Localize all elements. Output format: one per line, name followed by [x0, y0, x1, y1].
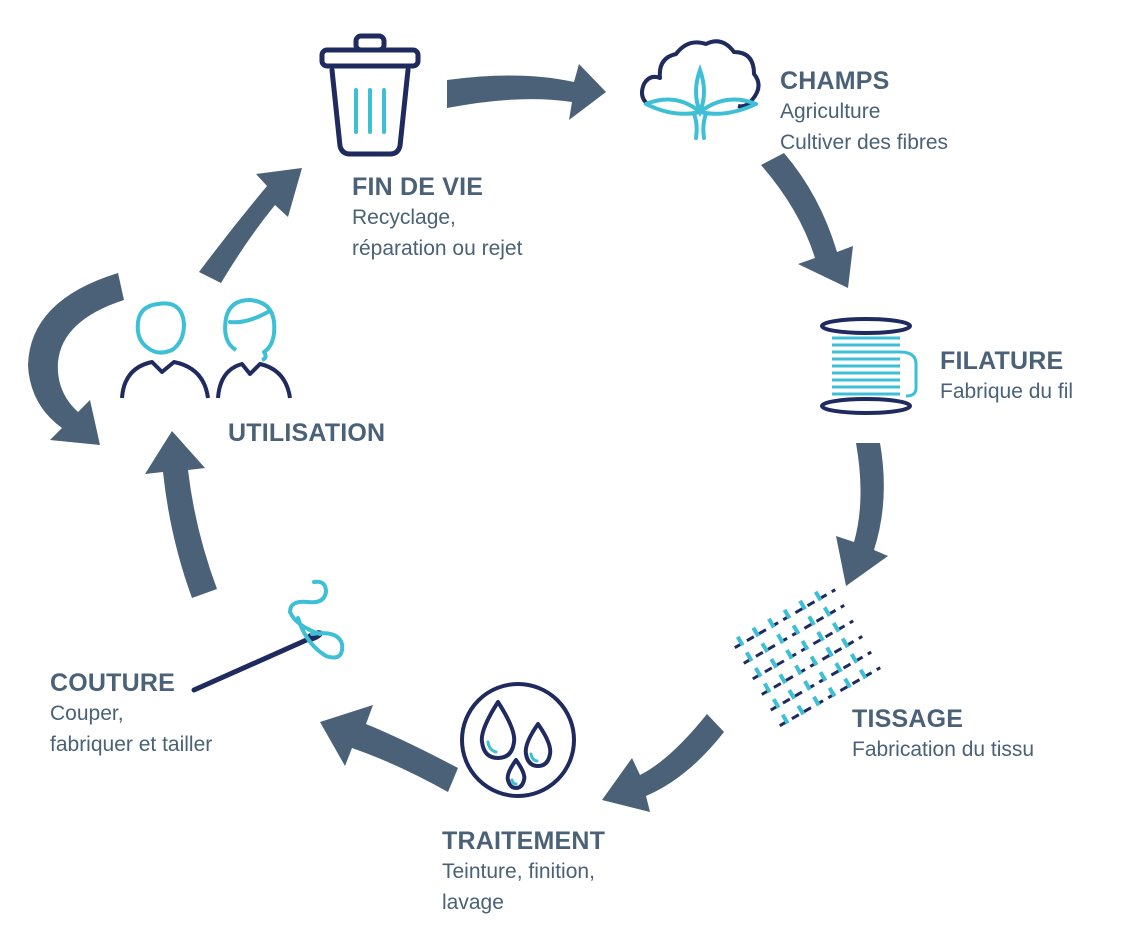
arrow-utilisation-loop: [28, 273, 124, 445]
label-fin-de-vie: FIN DE VIE Recyclage, réparation ou reje…: [352, 172, 522, 264]
water-drops-icon: [460, 682, 576, 798]
stage-desc-fin-de-vie-2: réparation ou rejet: [352, 237, 523, 260]
label-filature: FILATURE Fabrique du fil: [940, 346, 1073, 407]
stage-desc-couture-1: Couper,: [50, 702, 124, 725]
stage-desc-filature-1: Fabrique du fil: [940, 380, 1074, 403]
stage-title-tissage: TISSAGE: [852, 705, 964, 733]
arrow-tissage-to-traitement: [602, 714, 724, 812]
stage-title-couture: COUTURE: [50, 669, 176, 697]
arrow-fin-de-vie-to-champs: [447, 64, 606, 120]
label-utilisation: UTILISATION: [228, 418, 385, 448]
stage-title-fin-de-vie: FIN DE VIE: [352, 173, 484, 201]
cotton-plant-icon: [640, 39, 761, 140]
label-traitement: TRAITEMENT Teinture, finition, lavage: [442, 826, 605, 918]
arrow-champs-to-filature: [761, 153, 853, 288]
woven-fabric-icon: [734, 588, 881, 730]
arrow-utilisation-to-fin-de-vie: [199, 168, 302, 283]
stage-desc-traitement-1: Teinture, finition,: [442, 860, 595, 883]
trash-bin-icon: [319, 33, 421, 157]
stage-title-filature: FILATURE: [940, 347, 1064, 375]
stage-title-traitement: TRAITEMENT: [442, 827, 606, 855]
label-couture: COUTURE Couper, fabriquer et tailler: [50, 668, 212, 760]
stage-desc-tissage-1: Fabrication du tissu: [852, 738, 1035, 761]
people-icon: [120, 298, 292, 399]
stage-desc-fin-de-vie-1: Recyclage,: [352, 206, 456, 229]
needle-thread-icon: [191, 579, 345, 693]
stage-desc-champs-1: Agriculture: [780, 100, 881, 123]
stage-desc-champs-2: Cultiver des fibres: [780, 131, 949, 154]
arrow-couture-to-utilisation: [145, 431, 217, 598]
label-tissage: TISSAGE Fabrication du tissu: [852, 704, 1034, 765]
label-champs: CHAMPS Agriculture Cultiver des fibres: [780, 66, 948, 158]
thread-spool-icon: [820, 317, 918, 415]
stage-title-utilisation: UTILISATION: [228, 419, 386, 447]
stage-title-champs: CHAMPS: [780, 67, 890, 95]
arrow-filature-to-tissage: [836, 443, 888, 586]
arrow-traitement-to-couture: [320, 705, 458, 792]
stage-desc-traitement-2: lavage: [442, 891, 504, 914]
stage-desc-couture-2: fabriquer et tailler: [50, 733, 213, 756]
